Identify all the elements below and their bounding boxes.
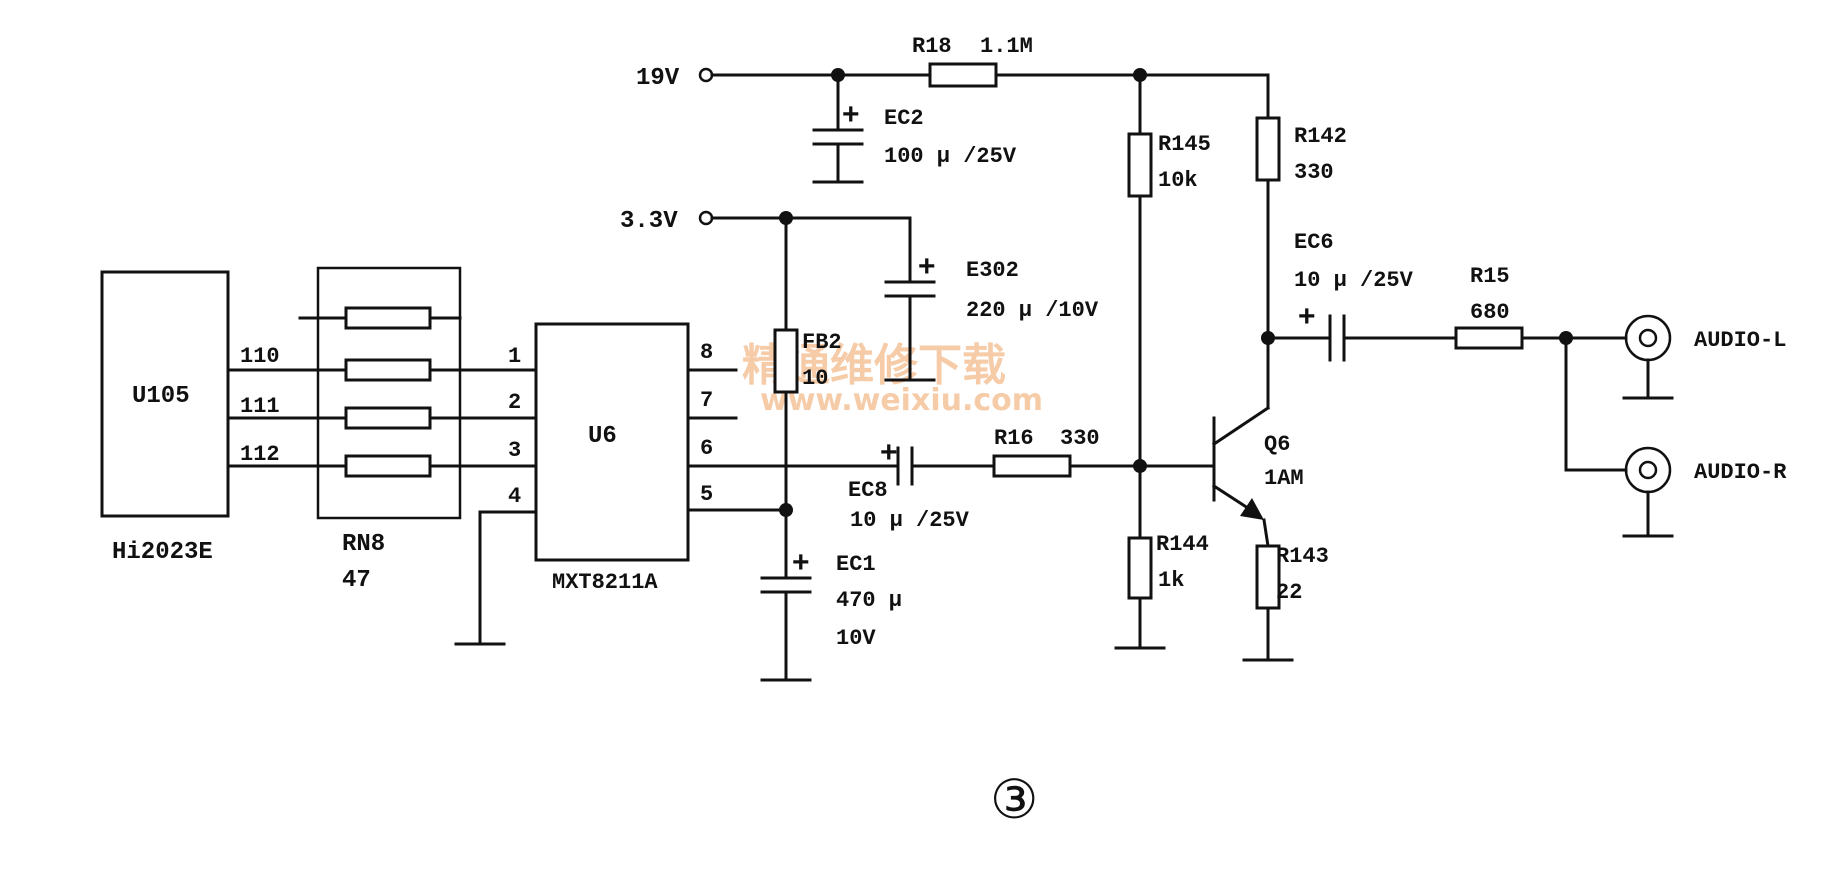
label-u105: U105: [132, 383, 190, 410]
label-r145: R145: [1158, 132, 1211, 157]
part-u6: MXT8211A: [552, 570, 658, 595]
label-r15: R15: [1470, 264, 1510, 289]
pin-u6-6: 6: [700, 436, 713, 461]
value-ec1-volt: 10V: [836, 626, 876, 651]
value-r143: 22: [1276, 580, 1302, 605]
plus-e302: +: [918, 250, 936, 283]
value-ec2: 100 μ /25V: [884, 144, 1017, 169]
terminal-19v: [698, 67, 714, 83]
rail-19v: 19V R18 1.1M: [636, 34, 1270, 92]
jack-audio-r-outer: [1624, 446, 1672, 494]
capacitor-e302: + E302 220 μ /10V: [884, 250, 1099, 382]
resistor-r18: [928, 62, 998, 88]
plus-ec1: +: [792, 546, 810, 579]
label-r144: R144: [1156, 532, 1209, 557]
label-r16: R16: [994, 426, 1034, 451]
label-3v3: 3.3V: [620, 208, 678, 235]
pin-u6-8: 8: [700, 340, 713, 365]
resistor-r143: R143 22: [1242, 518, 1329, 662]
pin-u6-3: 3: [508, 438, 521, 463]
jack-audio-l-outer: [1624, 314, 1672, 362]
rn8-outline: [316, 266, 462, 520]
chip-u105-body: [100, 270, 230, 518]
value-r145: 10k: [1158, 168, 1198, 193]
label-audio-l: AUDIO-L: [1694, 328, 1786, 353]
chip-u105: U105 Hi2023E 110 111 112: [100, 270, 280, 566]
plus-ec6: +: [1298, 300, 1316, 333]
label-ec6: EC6: [1294, 230, 1334, 255]
transistor-q6: Q6 1AM: [1211, 405, 1304, 520]
value-r18: 1.1M: [980, 34, 1033, 59]
part-u105: Hi2023E: [112, 539, 213, 566]
label-ec1: EC1: [836, 552, 876, 577]
pin-112: 112: [240, 442, 280, 467]
resistor-r15: R15 680: [1454, 264, 1628, 350]
label-19v: 19V: [636, 65, 680, 92]
chip-u6-body: [534, 322, 690, 562]
jack-audio-l-inner: [1638, 328, 1658, 348]
resistor-network-rn8: RN8 47: [226, 266, 538, 594]
label-r142: R142: [1294, 124, 1347, 149]
value-r144: 1k: [1158, 568, 1184, 593]
ferrite-fb2: FB2 10: [773, 216, 842, 512]
output-audio-r: AUDIO-R: [1564, 336, 1787, 538]
plus-ec8: +: [880, 436, 898, 469]
label-q6: Q6: [1264, 432, 1290, 457]
value-r15: 680: [1470, 300, 1510, 325]
figure-number: ③: [990, 768, 1038, 831]
part-q6: 1AM: [1264, 466, 1304, 491]
capacitor-ec6: + EC6 10 μ /25V: [1266, 230, 1458, 362]
resistor-r145: R145 10k: [1127, 73, 1211, 468]
value-ec1-cap: 470 μ: [836, 588, 902, 613]
output-audio-l: AUDIO-L: [1622, 314, 1786, 400]
pin-u6-4: 4: [508, 484, 521, 509]
value-fb2: 10: [802, 366, 828, 391]
capacitor-ec1: + EC1 470 μ 10V: [760, 508, 902, 682]
label-ec2: EC2: [884, 106, 924, 131]
label-u6: U6: [588, 423, 617, 450]
q6-emitter-arrow: [1240, 498, 1264, 520]
capacitor-ec8: + EC8 10 μ /25V: [848, 436, 996, 533]
value-ec6: 10 μ /25V: [1294, 268, 1414, 293]
rail-3v3: 3.3V: [620, 208, 912, 284]
pin-u6-7: 7: [700, 388, 713, 413]
watermark-url: www.weixiu.com: [760, 383, 1043, 418]
resistor-r144: R144 1k: [1114, 464, 1209, 650]
pin-110: 110: [240, 344, 280, 369]
label-r143: R143: [1276, 544, 1329, 569]
label-rn8: RN8: [342, 531, 385, 558]
chip-u6: U6 MXT8211A 1 2 3 4 8 7 6 5: [454, 322, 900, 646]
ferrite-body: [773, 328, 799, 394]
pin-111: 111: [240, 394, 280, 419]
plus-ec2: +: [842, 98, 860, 131]
resistor-r142: R142 330: [1255, 73, 1347, 410]
label-e302: E302: [966, 258, 1019, 283]
label-r18: R18: [912, 34, 952, 59]
label-ec8: EC8: [848, 478, 888, 503]
terminal-3v3: [698, 210, 714, 226]
label-fb2: FB2: [802, 330, 842, 355]
value-rn8: 47: [342, 567, 371, 594]
pin-u6-2: 2: [508, 390, 521, 415]
resistor-r16: R16 330: [992, 426, 1147, 478]
label-audio-r: AUDIO-R: [1694, 460, 1787, 485]
pin-u6-1: 1: [508, 344, 521, 369]
value-r16: 330: [1060, 426, 1100, 451]
capacitor-ec2: + EC2 100 μ /25V: [812, 73, 1017, 184]
pin-u6-5: 5: [700, 482, 713, 507]
value-e302: 220 μ /10V: [966, 298, 1099, 323]
value-ec8: 10 μ /25V: [850, 508, 970, 533]
jack-audio-r-inner: [1638, 460, 1658, 480]
value-r142: 330: [1294, 160, 1334, 185]
